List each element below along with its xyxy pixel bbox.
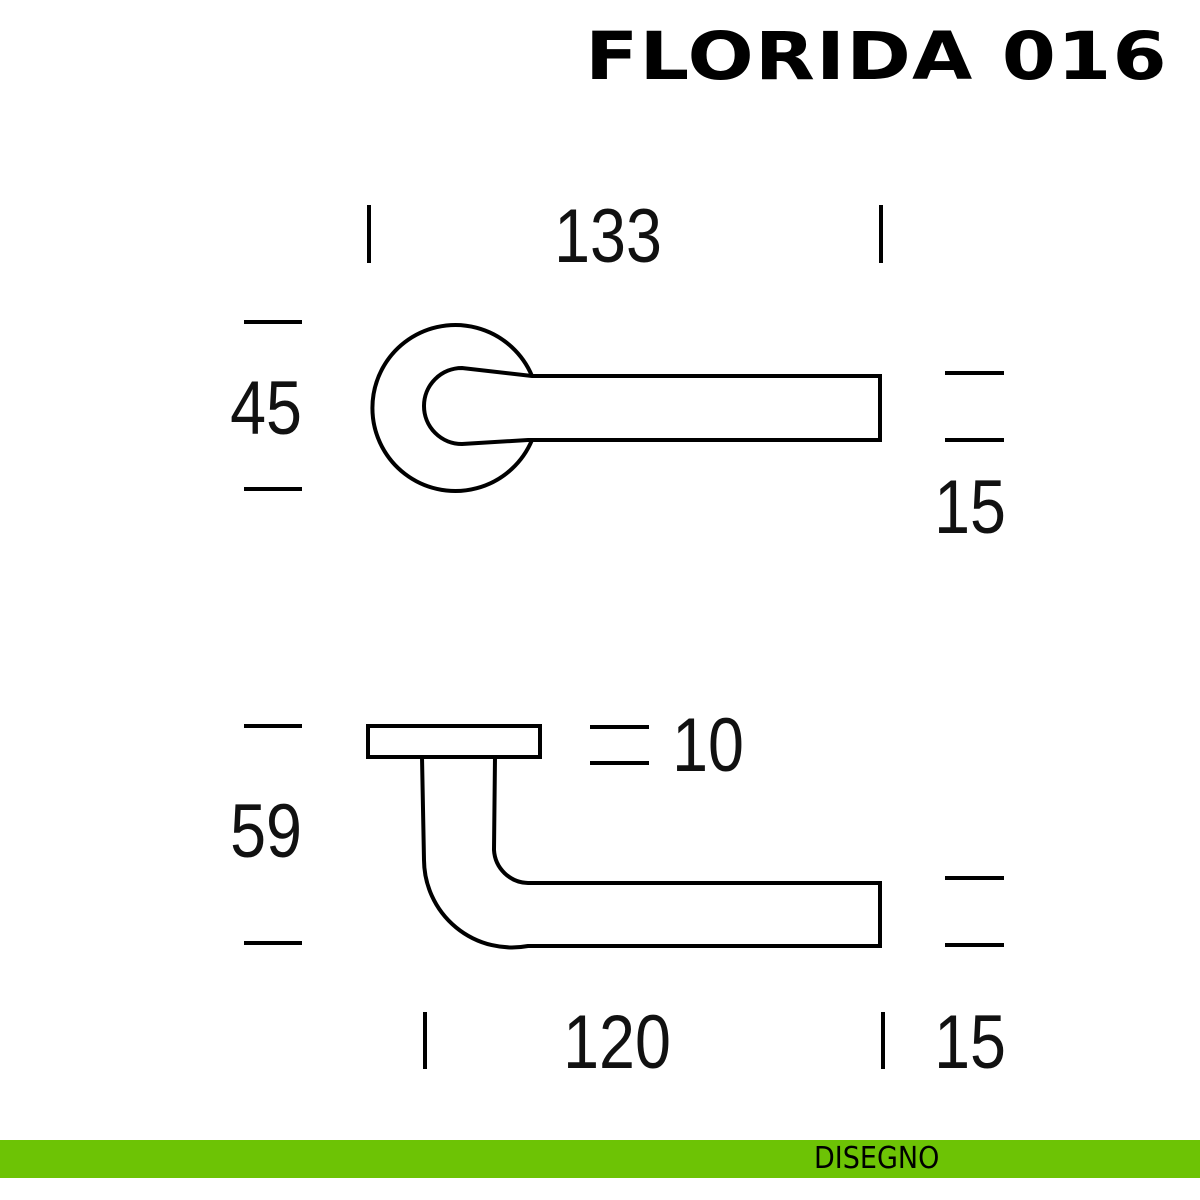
footer-bar [0, 1140, 1200, 1178]
footer-label: DISEGNO [814, 1141, 940, 1176]
dim-width-133: 133 [554, 193, 662, 278]
dim-rosette-10: 10 [672, 702, 744, 787]
dim-rosette-45: 45 [230, 365, 302, 450]
dim-height-59: 59 [230, 788, 302, 873]
side-view-handle [366, 724, 882, 950]
top-view-handle [370, 323, 882, 493]
product-title: FLORIDA 016 [585, 18, 1168, 95]
dimension-marks [244, 205, 1004, 1069]
dim-lever-15-top: 15 [934, 464, 1006, 549]
dim-length-120: 120 [563, 999, 671, 1084]
dim-lever-15-side: 15 [934, 999, 1006, 1084]
